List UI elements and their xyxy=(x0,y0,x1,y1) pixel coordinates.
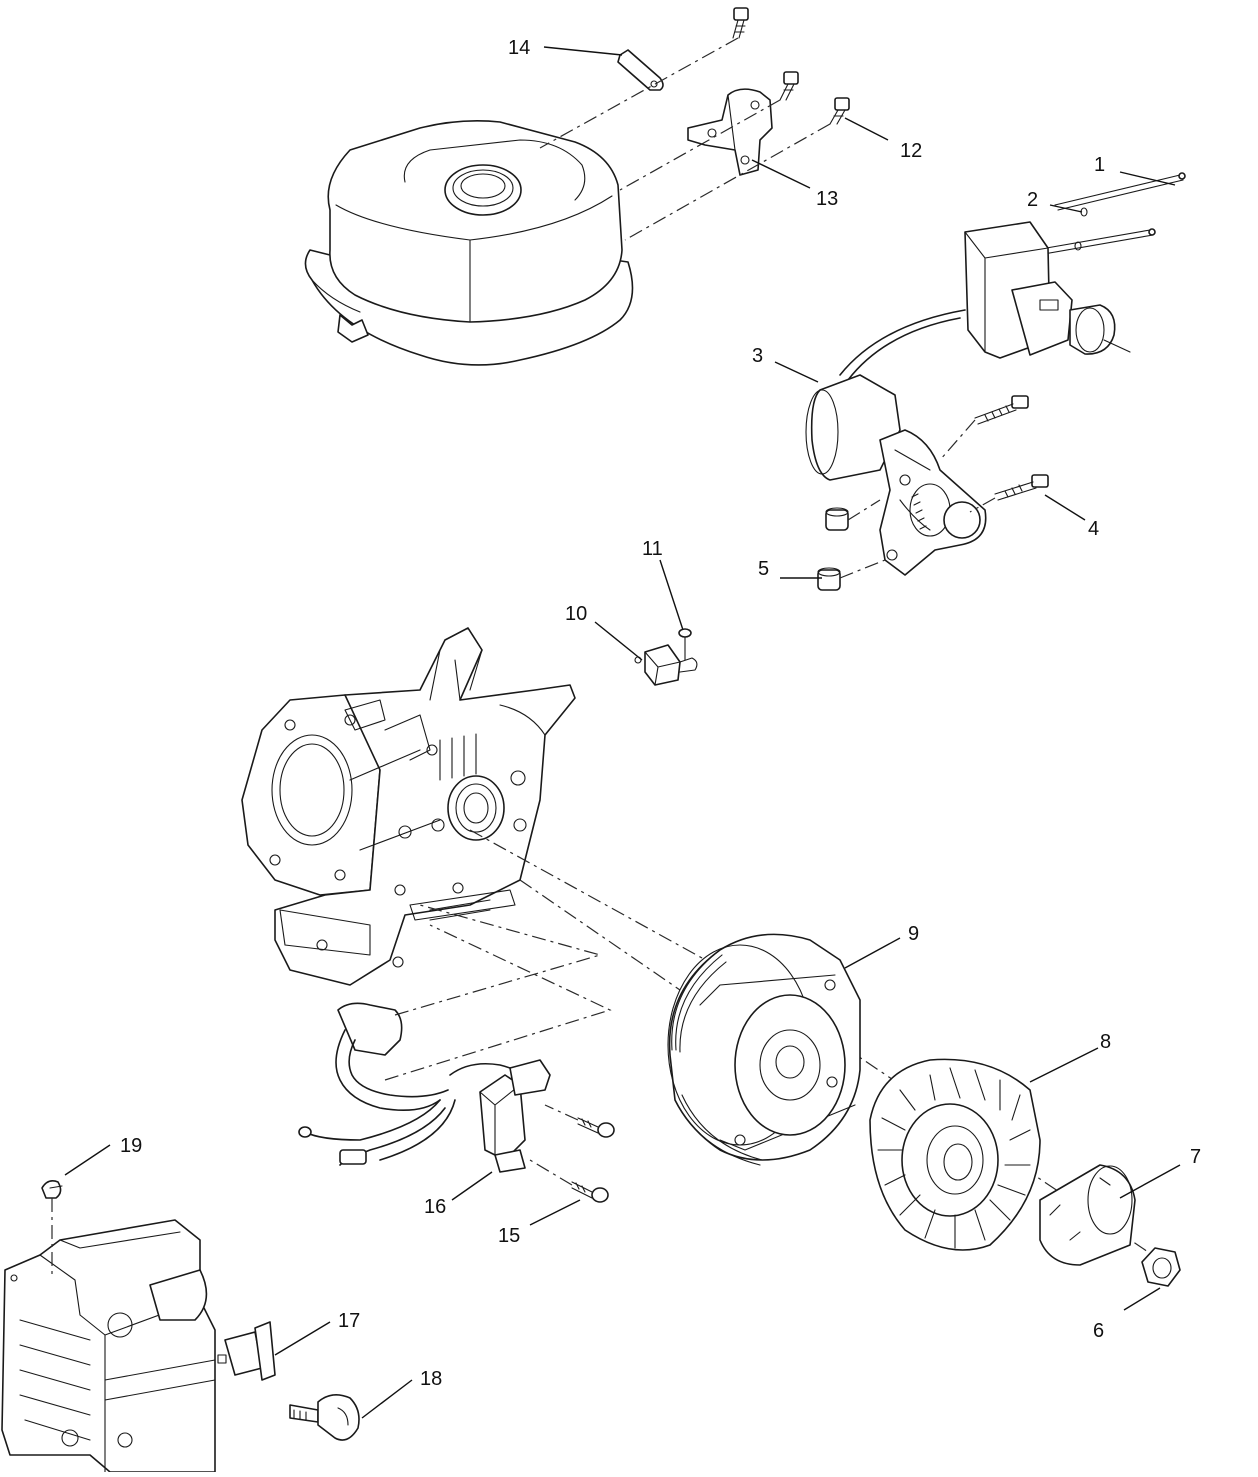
callout-18: 18 xyxy=(420,1368,442,1390)
callout-17: 17 xyxy=(338,1310,360,1332)
callout-2: 2 xyxy=(1027,189,1038,211)
callout-11: 11 xyxy=(642,538,663,560)
starter-bolt[interactable] xyxy=(974,395,1049,501)
callout-13: 13 xyxy=(816,188,838,210)
bracket-bolt-12[interactable] xyxy=(829,97,850,125)
sensor-screw[interactable] xyxy=(678,628,692,651)
flywheel[interactable] xyxy=(667,933,861,1166)
ignition-switch[interactable] xyxy=(217,1321,276,1381)
callout-labels: 1 2 3 4 5 6 7 8 9 10 11 12 13 14 15 16 1… xyxy=(120,37,1201,1390)
engine-crankcase[interactable] xyxy=(241,627,576,986)
flywheel-nut[interactable] xyxy=(1141,1247,1181,1287)
starter-motor[interactable] xyxy=(805,374,987,576)
callout-15: 15 xyxy=(498,1225,520,1247)
callout-19: 19 xyxy=(120,1135,142,1157)
callout-10: 10 xyxy=(565,603,587,625)
callout-14: 14 xyxy=(508,37,530,59)
starter-washer[interactable] xyxy=(1074,207,1088,251)
tank-strap-bolt[interactable] xyxy=(732,7,749,39)
callout-6: 6 xyxy=(1093,1320,1104,1342)
starter-spacer[interactable] xyxy=(817,507,849,591)
callout-8: 8 xyxy=(1100,1031,1111,1053)
callout-7: 7 xyxy=(1190,1146,1201,1168)
starter-screw-long[interactable] xyxy=(1034,172,1186,256)
bracket-bolt-upper[interactable] xyxy=(779,71,799,101)
mounting-bracket[interactable] xyxy=(687,88,773,176)
wire-clip[interactable] xyxy=(41,1180,63,1199)
callout-16: 16 xyxy=(424,1196,446,1218)
starter-cup[interactable] xyxy=(1039,1164,1136,1266)
fuel-tank[interactable] xyxy=(304,120,634,366)
callout-3: 3 xyxy=(752,345,763,367)
callout-4: 4 xyxy=(1088,518,1099,540)
callout-12: 12 xyxy=(900,140,922,162)
callout-5: 5 xyxy=(758,558,769,580)
ignition-coil[interactable] xyxy=(298,1002,551,1173)
ignition-coil-bolt[interactable] xyxy=(571,1117,615,1203)
ignition-key[interactable] xyxy=(289,1394,360,1441)
tank-strap[interactable] xyxy=(617,49,664,91)
callout-1: 1 xyxy=(1094,154,1105,176)
engine-side-cover[interactable] xyxy=(1,1219,216,1473)
starter-switch-box[interactable] xyxy=(964,221,1131,359)
cooling-fan[interactable] xyxy=(869,1058,1041,1251)
leader-lines xyxy=(64,46,1181,1419)
oil-level-sensor[interactable] xyxy=(634,644,698,686)
callout-9: 9 xyxy=(908,923,919,945)
